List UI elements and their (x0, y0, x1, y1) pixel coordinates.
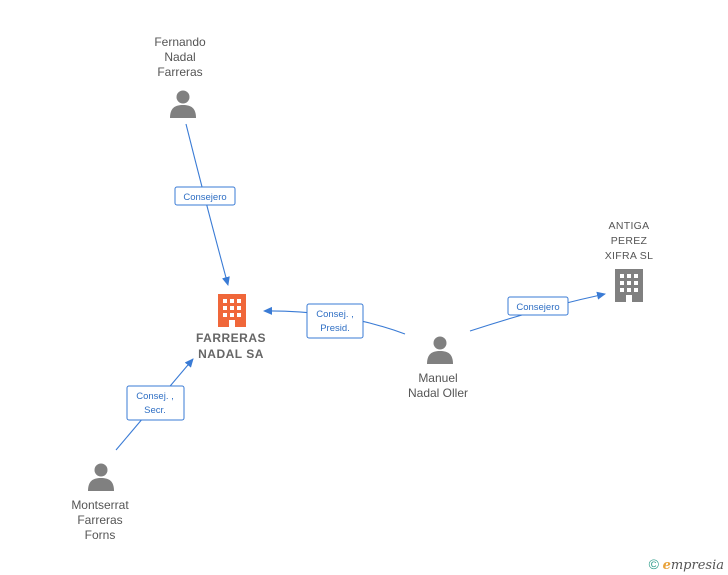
building-icon (218, 294, 246, 327)
node-person-montserrat[interactable]: Montserrat Farreras Forns (71, 463, 129, 543)
edge-manuel-to-farreras[interactable]: Consej. , Presid. (263, 303, 406, 339)
node-label-line: Nadal (164, 50, 195, 64)
node-company-antiga[interactable]: ANTIGA PEREZ XIFRA SL (605, 220, 654, 302)
node-label-line: Nadal Oller (408, 386, 468, 400)
node-label-line: PEREZ (611, 235, 648, 247)
node-label-line: Fernando (154, 35, 206, 49)
copyright-icon: © (648, 556, 659, 572)
edge-manuel-to-antiga[interactable]: Consejero (469, 291, 606, 332)
edge-label-consej: Consej. , (136, 391, 174, 402)
node-label-line: Manuel (418, 371, 457, 385)
edge-label-secr: Secr. (144, 405, 166, 416)
node-label-line: Farreras (77, 513, 122, 527)
node-label-line: Montserrat (71, 498, 129, 512)
edge-fernando-to-farreras[interactable]: Consejero (174, 123, 236, 286)
node-company-farreras-nadal[interactable]: FARRERAS NADAL SA (196, 294, 266, 361)
node-label-line: Forns (85, 528, 116, 542)
edge-label-consejero: Consejero (183, 192, 226, 203)
edge-label-consejero: Consejero (516, 302, 559, 313)
person-icon (427, 336, 453, 364)
brand-initial: e (662, 558, 671, 573)
node-label-line: NADAL SA (198, 347, 264, 361)
node-person-manuel[interactable]: Manuel Nadal Oller (408, 336, 468, 401)
node-label-line: XIFRA SL (605, 250, 654, 262)
edge-label-presid: Presid. (320, 323, 350, 334)
brand-name: mpresia (670, 558, 724, 573)
node-label-line: ANTIGA (609, 220, 650, 232)
node-label-line: FARRERAS (196, 331, 266, 345)
edge-label-consej: Consej. , (316, 309, 354, 320)
edge-montserrat-to-farreras[interactable]: Consej. , Secr. (115, 358, 194, 451)
building-icon (615, 269, 643, 302)
node-label-line: Farreras (157, 65, 202, 79)
person-icon (170, 90, 196, 118)
person-icon (88, 463, 114, 491)
brand-logo: empresia (663, 558, 724, 573)
brand-footer[interactable]: © empresia (649, 556, 724, 573)
node-person-fernando[interactable]: Fernando Nadal Farreras (154, 35, 206, 118)
